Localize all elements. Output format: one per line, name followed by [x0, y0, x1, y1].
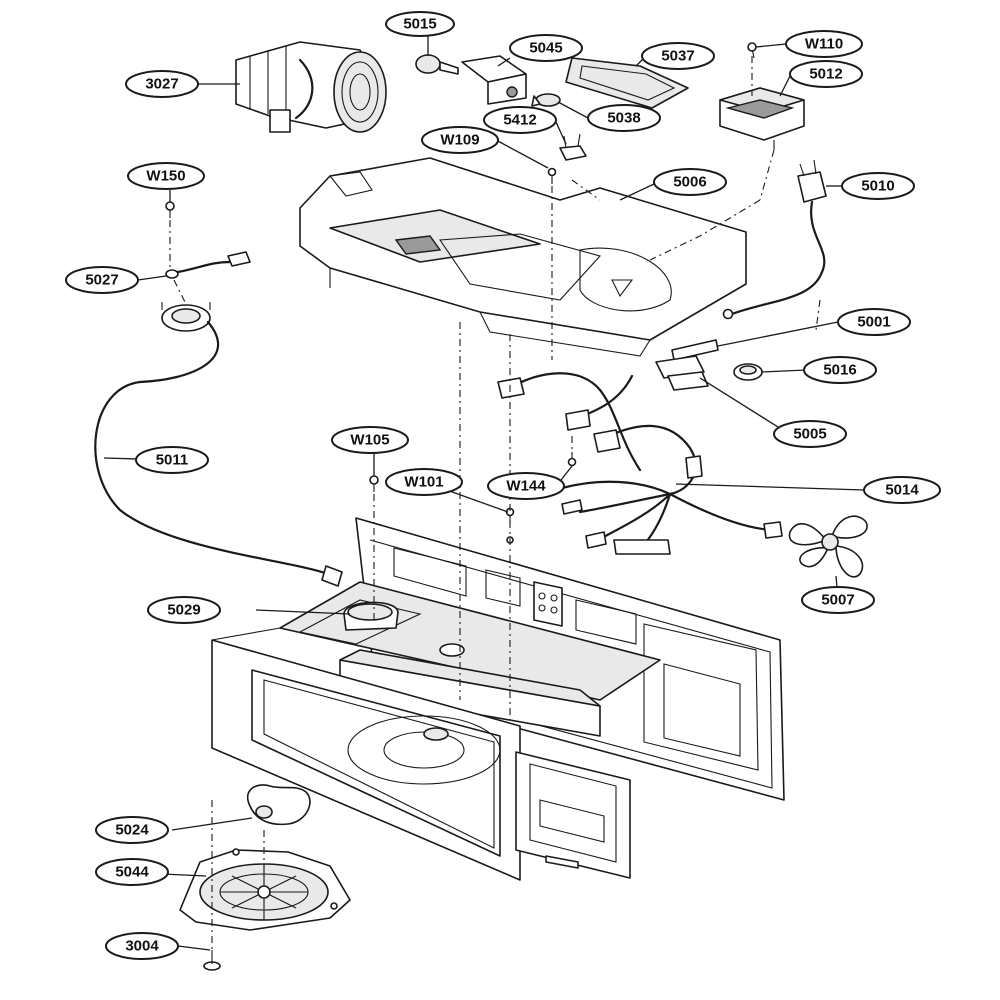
callout-5027-label: 5027 [85, 272, 118, 289]
callout-5016: 5016 [803, 356, 877, 384]
callout-w109-label: W109 [440, 132, 479, 149]
callout-5029-label: 5029 [167, 602, 200, 619]
callout-5014: 5014 [863, 476, 941, 504]
callout-5007-label: 5007 [821, 592, 854, 609]
power-cord-5010 [722, 159, 827, 320]
sensor-housing [161, 302, 211, 332]
callout-5024-label: 5024 [115, 822, 149, 839]
callout-5012-label: 5012 [809, 66, 842, 83]
callout-5015-label: 5015 [403, 16, 436, 33]
callout-5024: 5024 [95, 816, 169, 844]
callout-5016-label: 5016 [823, 362, 856, 379]
callout-5010: 5010 [841, 172, 915, 200]
fuse-5001 [671, 339, 719, 361]
callout-3027-label: 3027 [145, 76, 178, 93]
callout-5015: 5015 [385, 11, 455, 37]
wire-harness-5014 [497, 372, 783, 555]
part-5005 [655, 355, 709, 391]
callout-5037: 5037 [641, 42, 715, 70]
callout-3004-label: 3004 [125, 938, 159, 955]
callout-5044: 5044 [95, 858, 169, 886]
callout-w105-label: W105 [350, 432, 389, 449]
air-guide-5006 [299, 157, 747, 357]
callout-5001-label: 5001 [857, 314, 890, 331]
oven-cavity-chassis [211, 517, 785, 881]
thermal-fuse-5412 [559, 133, 587, 161]
callout-5027: 5027 [65, 266, 139, 294]
lamp-and-socket [415, 54, 561, 107]
callout-5006-label: 5006 [673, 174, 706, 191]
callout-5011-label: 5011 [156, 452, 189, 469]
assembly-guide-lines [169, 56, 821, 950]
callout-5045: 5045 [509, 34, 583, 62]
callout-w150: W150 [127, 162, 205, 190]
sensor-5027 [165, 251, 251, 279]
callout-5045-label: 5045 [529, 40, 562, 57]
coupler-5024 [246, 784, 311, 826]
callout-w105: W105 [331, 426, 409, 454]
screw-w150 [165, 201, 175, 218]
callout-w110: W110 [785, 30, 863, 58]
stirrer-assembly-5044 [179, 848, 351, 931]
callout-5038-label: 5038 [607, 110, 640, 127]
callout-5001: 5001 [837, 308, 911, 336]
screw-w105 [369, 475, 379, 492]
callout-5044-label: 5044 [115, 864, 149, 881]
callout-3027: 3027 [125, 70, 199, 98]
grease-filter [565, 57, 689, 109]
fan-blade-5007 [788, 515, 868, 578]
callout-5011: 5011 [135, 446, 209, 474]
callout-5014-label: 5014 [885, 482, 919, 499]
callout-w110-label: W110 [805, 36, 843, 53]
callout-5006: 5006 [653, 168, 727, 196]
screw-w109 [547, 167, 557, 184]
callout-5412: 5412 [483, 106, 557, 134]
callout-w101-label: W101 [404, 474, 443, 491]
callout-5005: 5005 [773, 420, 847, 448]
callout-5005-label: 5005 [793, 426, 826, 443]
thermostat-5016 [733, 363, 763, 381]
screw-3004 [203, 950, 221, 971]
callout-3004: 3004 [105, 932, 179, 960]
callout-5029: 5029 [147, 596, 221, 624]
blower-motor-assembly [235, 41, 387, 133]
callout-5012: 5012 [789, 60, 863, 88]
callout-5038: 5038 [587, 104, 661, 132]
callout-5412-label: 5412 [503, 112, 536, 129]
callout-5037-label: 5037 [661, 48, 694, 65]
screw-w144 [567, 452, 577, 467]
callout-5007: 5007 [801, 586, 875, 614]
callout-w109: W109 [421, 126, 499, 154]
callout-w144-label: W144 [506, 478, 546, 495]
callout-w101: W101 [385, 468, 463, 496]
part-5012-block [719, 42, 805, 150]
callout-w144: W144 [487, 472, 565, 500]
sensor-cable-5011 [94, 320, 343, 587]
callout-5010-label: 5010 [861, 178, 894, 195]
callout-w150-label: W150 [146, 168, 185, 185]
